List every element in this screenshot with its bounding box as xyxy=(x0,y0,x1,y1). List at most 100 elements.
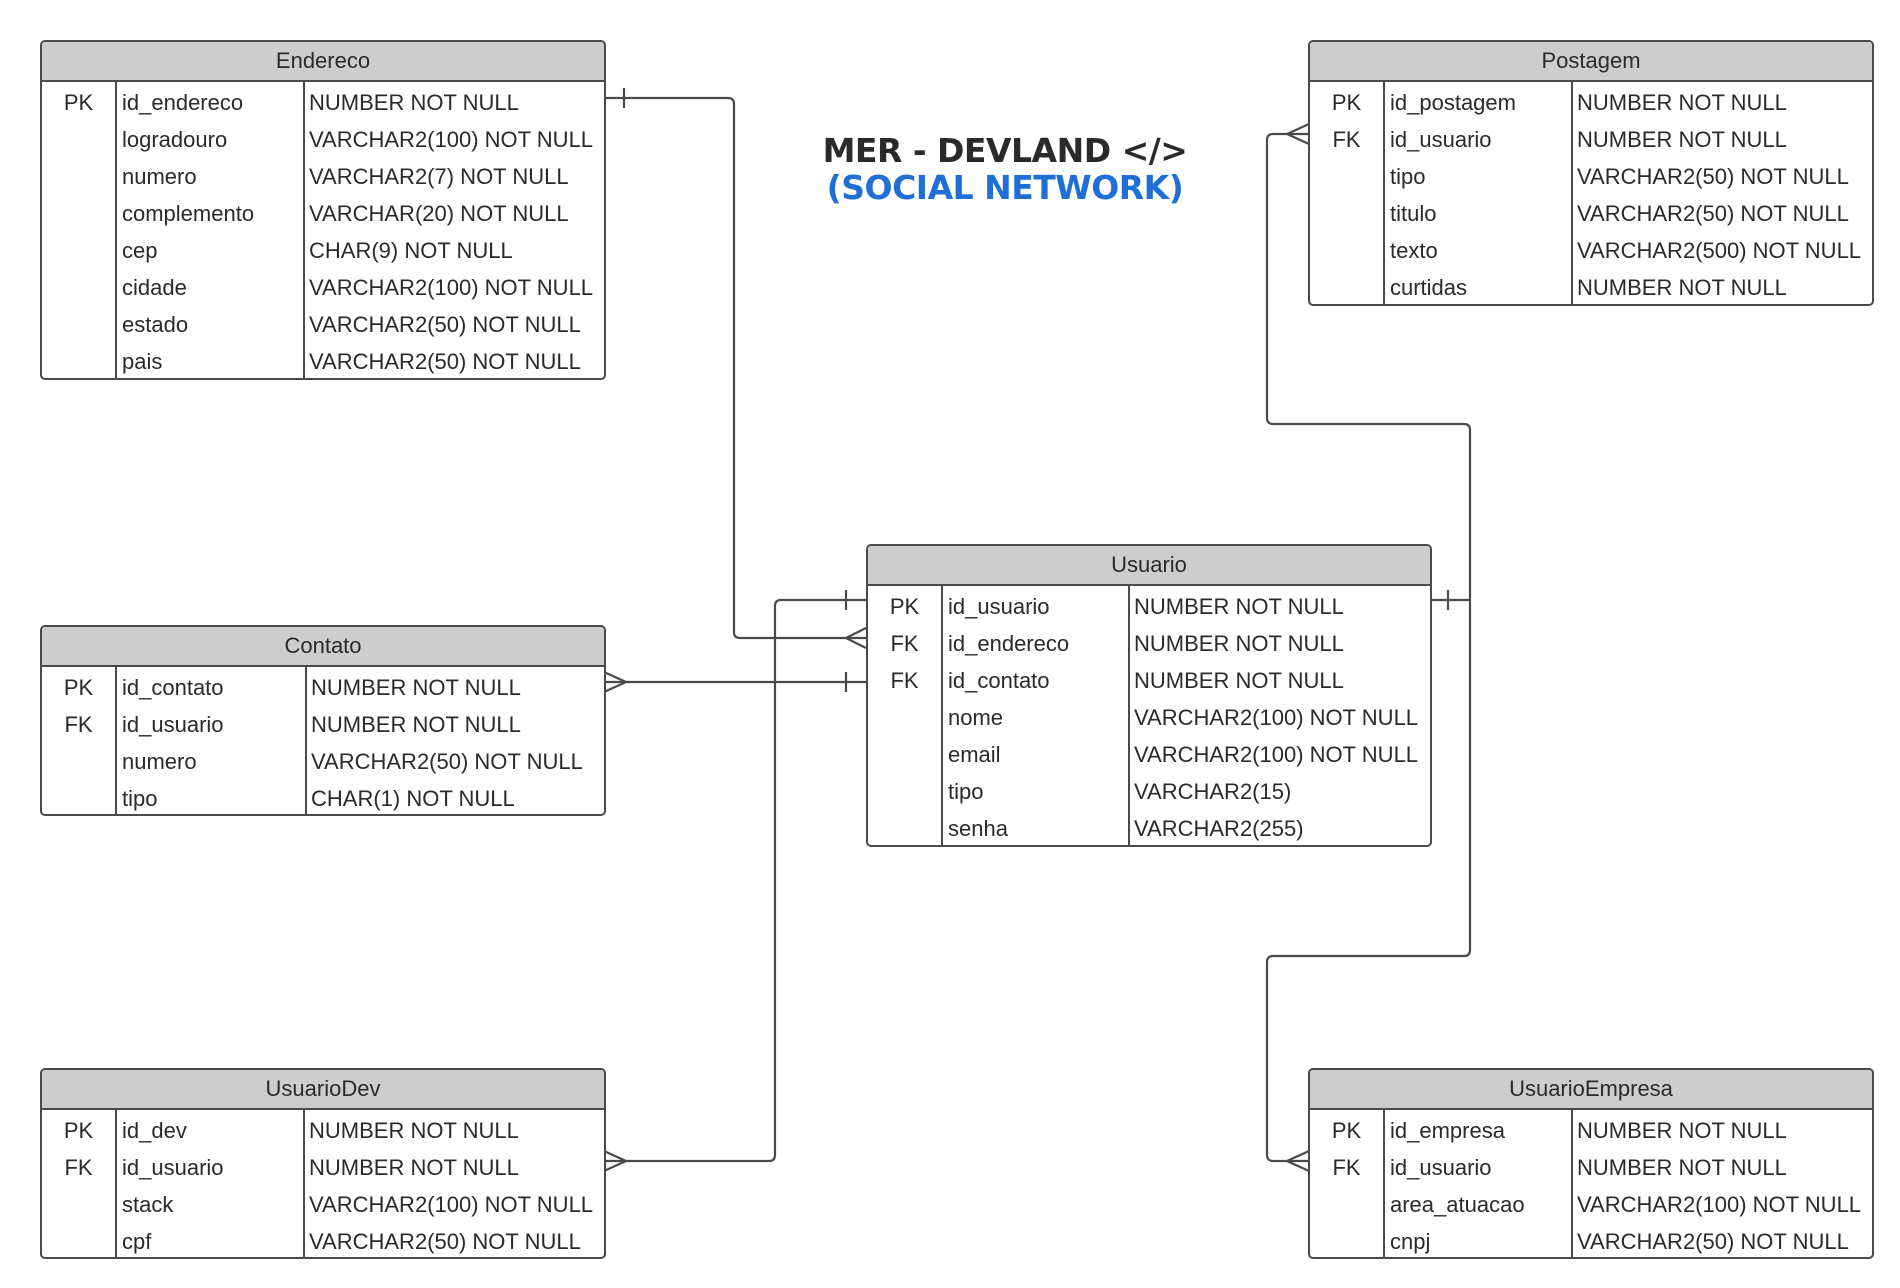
many-marker-usuarioempresa xyxy=(1285,1149,1310,1173)
rel-usuario-postagem xyxy=(1265,132,1472,602)
key-column: PK xyxy=(42,82,117,378)
field-name: tipo xyxy=(1390,164,1426,189)
key-column: PK FK FK xyxy=(868,586,943,845)
field-name: id_endereco xyxy=(122,90,244,115)
field-type: VARCHAR2(50) NOT NULL xyxy=(309,312,581,337)
field-type: VARCHAR2(50) NOT NULL xyxy=(1577,201,1849,226)
field-name: id_usuario xyxy=(122,1155,224,1180)
key-badge: PK xyxy=(63,675,94,700)
field-type: NUMBER NOT NULL xyxy=(311,712,521,737)
key-badge: PK xyxy=(63,1118,94,1143)
field-type: NUMBER NOT NULL xyxy=(309,1118,519,1143)
key-badge xyxy=(868,699,941,736)
field-name: id_postagem xyxy=(1390,90,1516,115)
field-name: id_usuario xyxy=(1390,1155,1492,1180)
key-badge xyxy=(42,343,115,378)
key-badge: PK xyxy=(63,90,94,115)
key-badge xyxy=(42,195,115,232)
entity-header: UsuarioEmpresa xyxy=(1310,1070,1872,1110)
field-type: NUMBER NOT NULL xyxy=(1134,594,1344,619)
key-badge xyxy=(868,810,941,845)
field-type: VARCHAR2(100) NOT NULL xyxy=(1134,705,1419,730)
field-type: VARCHAR2(50) NOT NULL xyxy=(1577,1229,1849,1254)
field-type: VARCHAR2(100) NOT NULL xyxy=(309,1192,594,1217)
field-name: pais xyxy=(122,349,163,374)
many-marker-contato xyxy=(603,670,628,694)
key-badge: FK xyxy=(890,668,919,693)
field-type: CHAR(1) NOT NULL xyxy=(311,786,515,811)
field-name: id_usuario xyxy=(1390,127,1492,152)
key-badge: FK xyxy=(890,631,919,656)
field-name: curtidas xyxy=(1390,275,1468,300)
field-name: senha xyxy=(948,816,1008,841)
field-name: numero xyxy=(122,749,197,774)
field-name: id_contato xyxy=(122,675,224,700)
field-name: id_endereco xyxy=(948,631,1070,656)
field-type: NUMBER NOT NULL xyxy=(1577,275,1787,300)
field-name: tipo xyxy=(122,786,158,811)
field-name: cep xyxy=(122,238,158,263)
key-badge: FK xyxy=(1332,1155,1361,1180)
key-badge: PK xyxy=(889,594,920,619)
key-badge xyxy=(1310,158,1383,195)
field-type: NUMBER NOT NULL xyxy=(311,675,521,700)
field-type: NUMBER NOT NULL xyxy=(1134,668,1344,693)
diagram-title-main: MER - DEVLAND </> xyxy=(822,131,1188,170)
field-type: NUMBER NOT NULL xyxy=(309,1155,519,1180)
key-badge xyxy=(42,232,115,269)
field-type: VARCHAR(20) NOT NULL xyxy=(309,201,569,226)
entity-header: Usuario xyxy=(868,546,1430,586)
field-name: cnpj xyxy=(1390,1229,1431,1254)
rel-usuario-usuarioempresa xyxy=(1265,600,1472,1163)
key-badge xyxy=(42,306,115,343)
field-type: VARCHAR2(100) NOT NULL xyxy=(309,275,594,300)
field-name: cpf xyxy=(122,1229,152,1254)
field-name: id_empresa xyxy=(1390,1118,1505,1143)
field-name: titulo xyxy=(1390,201,1437,226)
entity-header: Postagem xyxy=(1310,42,1872,82)
key-badge: FK xyxy=(1332,127,1361,152)
key-column: PK FK xyxy=(42,667,117,814)
field-type: CHAR(9) NOT NULL xyxy=(309,238,513,263)
field-name: cidade xyxy=(122,275,187,300)
key-badge xyxy=(42,121,115,158)
field-type: VARCHAR2(100) NOT NULL xyxy=(309,127,594,152)
key-badge xyxy=(42,1223,115,1257)
field-type: NUMBER NOT NULL xyxy=(309,90,519,115)
key-badge xyxy=(1310,269,1383,304)
field-type: VARCHAR2(100) NOT NULL xyxy=(1134,742,1419,767)
field-type: VARCHAR2(50) NOT NULL xyxy=(309,349,581,374)
key-badge xyxy=(868,736,941,773)
field-name: id_dev xyxy=(122,1118,187,1143)
field-name: numero xyxy=(122,164,197,189)
key-badge xyxy=(42,780,115,814)
field-name: id_usuario xyxy=(122,712,224,737)
key-badge: FK xyxy=(64,712,93,737)
many-marker-usuario-endereco xyxy=(844,627,867,649)
field-name: logradouro xyxy=(122,127,228,152)
entity-header: Endereco xyxy=(42,42,604,82)
field-name: texto xyxy=(1390,238,1438,263)
field-type: NUMBER NOT NULL xyxy=(1577,1155,1787,1180)
field-type: VARCHAR2(100) NOT NULL xyxy=(1577,1192,1862,1217)
diagram-title: MER - DEVLAND </> (SOCIAL NETWORK) xyxy=(800,132,1210,206)
field-name: id_usuario xyxy=(948,594,1050,619)
many-marker-usuariodev xyxy=(603,1149,628,1173)
